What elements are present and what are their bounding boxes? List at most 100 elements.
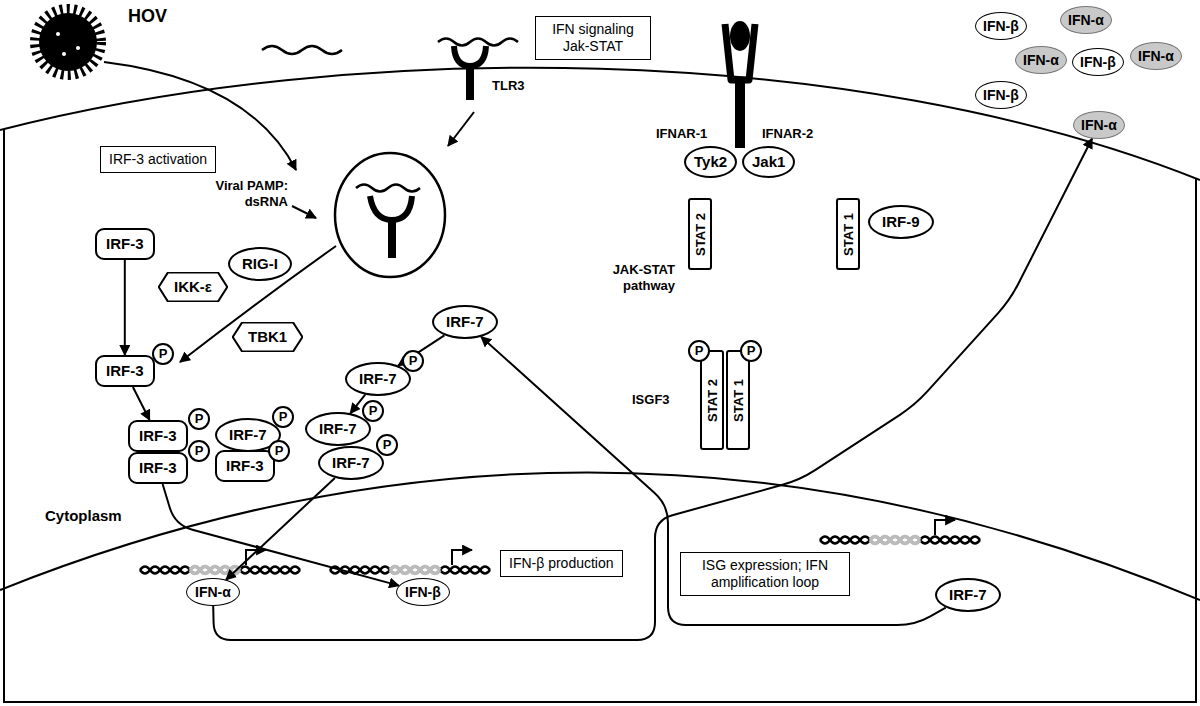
- phospho-circle: P: [272, 406, 294, 428]
- phospho-circle: P: [188, 440, 210, 462]
- node-text: P: [159, 347, 168, 361]
- phospho-circle: P: [362, 400, 384, 422]
- label-text: JAK-STAT pathway: [585, 262, 675, 294]
- dna-strand: [820, 537, 980, 544]
- label-text: IFNAR-1: [656, 126, 707, 142]
- node-text: Jak1: [752, 153, 785, 171]
- protein-oval: IRF-7: [935, 578, 1001, 612]
- tlr3-stem: [466, 66, 474, 100]
- protein-box: IRF-3: [128, 420, 188, 452]
- node-text: STAT 2: [693, 213, 708, 256]
- protein-oval: RIG-I: [228, 247, 292, 281]
- ifnar-stem: [735, 80, 745, 148]
- caption-box: IRF-3 activation: [100, 146, 216, 173]
- arrow-connector: [481, 337, 946, 625]
- phospho-circle: P: [188, 408, 210, 430]
- node-text: IRF-3: [106, 362, 144, 380]
- arrow-connector: [213, 139, 1092, 641]
- node-text: IRF-7: [332, 454, 370, 472]
- kinase-oval: Tyk2: [684, 146, 737, 178]
- node-text: P: [409, 354, 418, 368]
- promoter-segment: [870, 537, 920, 544]
- node-text: Tyk2: [694, 153, 727, 171]
- stat-box: STAT 1: [726, 350, 750, 450]
- transcription-start: [935, 520, 955, 535]
- dna-strand: [140, 567, 300, 574]
- virus-spikes: [35, 9, 101, 75]
- node-text: IFN signaling Jak-STAT: [544, 21, 642, 55]
- node-text: P: [195, 444, 204, 458]
- pamp-arrow: [292, 206, 316, 218]
- promoter-segment: [870, 537, 920, 544]
- node-text: IFN-α: [1068, 12, 1104, 28]
- phospho-circle: P: [402, 350, 424, 372]
- infection-arrow: [104, 62, 296, 170]
- label-text: Viral PAMP: dsRNA: [196, 178, 288, 210]
- ifn-beta-oval: IFN-β: [975, 81, 1027, 109]
- transcription-start: [452, 550, 472, 565]
- phospho-circle: P: [152, 343, 174, 365]
- protein-oval: IRF-9: [868, 205, 934, 239]
- dna-strand: [140, 567, 300, 574]
- protein-oval: IRF-7: [432, 305, 498, 339]
- promoter-segment: [390, 567, 440, 574]
- kinase-hexagon: TBK1: [232, 322, 303, 352]
- stat-box: STAT 2: [700, 350, 724, 450]
- ifn-alpha-oval: IFN-α: [1060, 6, 1112, 34]
- gene-oval: IFN-α: [186, 578, 240, 606]
- node-text: STAT 2: [705, 379, 720, 422]
- node-text: IFN-α: [1138, 48, 1174, 64]
- label-text: Cytoplasm: [45, 508, 122, 524]
- node-text: RIG-I: [242, 255, 278, 273]
- node-text: IRF-7: [319, 420, 357, 438]
- node-text: IFN-β production: [509, 555, 614, 572]
- node-text: IRF-3: [106, 235, 144, 253]
- protein-box: IRF-3: [95, 355, 155, 387]
- arrow-connector: [163, 484, 399, 586]
- phospho-circle: P: [268, 440, 290, 462]
- endocytosis-arrow: [448, 112, 474, 146]
- ifn-beta-oval: IFN-β: [1072, 48, 1124, 76]
- phospho-circle: P: [740, 340, 762, 362]
- virus-dot: [62, 52, 66, 56]
- virus-dot: [56, 32, 60, 36]
- endosome: [335, 153, 445, 277]
- kinase-hexagon: IKK-ε: [158, 272, 228, 302]
- protein-oval: IRF-7: [305, 412, 371, 446]
- label-text: TLR3: [492, 78, 525, 94]
- node-text: IFN-α: [195, 584, 231, 600]
- promoter-segment: [390, 567, 440, 574]
- node-text: P: [747, 344, 756, 358]
- kinase-oval: Jak1: [742, 146, 795, 178]
- caption-box: ISG expression; IFN amplification loop: [680, 552, 850, 596]
- node-text: IRF-7: [359, 370, 397, 388]
- node-text: IFN-α: [1081, 117, 1117, 133]
- node-text: TBK1: [248, 328, 287, 346]
- node-text: P: [275, 444, 284, 458]
- phosphorylation-arrow: [180, 246, 336, 362]
- protein-oval: IRF-7: [318, 446, 384, 480]
- node-text: IRF-3: [139, 427, 177, 445]
- node-text: P: [195, 412, 204, 426]
- phospho-circle: P: [376, 434, 398, 456]
- ifn-alpha-oval: IFN-α: [1130, 42, 1182, 70]
- protein-box: IRF-3: [215, 450, 275, 482]
- phospho-circle: P: [688, 340, 710, 362]
- protein-oval: IRF-7: [345, 362, 411, 396]
- hexagon-shape: [233, 323, 303, 352]
- node-text: IRF-7: [446, 313, 484, 331]
- stat-box: STAT 2: [688, 198, 712, 270]
- node-text: P: [279, 410, 288, 424]
- node-text: STAT 1: [731, 379, 746, 422]
- dsrna-strand: [262, 46, 342, 54]
- ifn-ligand: [730, 21, 750, 51]
- node-text: IFN-β: [983, 87, 1019, 103]
- node-text: IFN-β: [983, 18, 1019, 34]
- gene-oval: IFN-β: [396, 578, 450, 606]
- label-text: ISGF3: [632, 392, 670, 408]
- node-text: IFN-β: [405, 584, 441, 600]
- node-text: IRF-3 activation: [109, 151, 207, 168]
